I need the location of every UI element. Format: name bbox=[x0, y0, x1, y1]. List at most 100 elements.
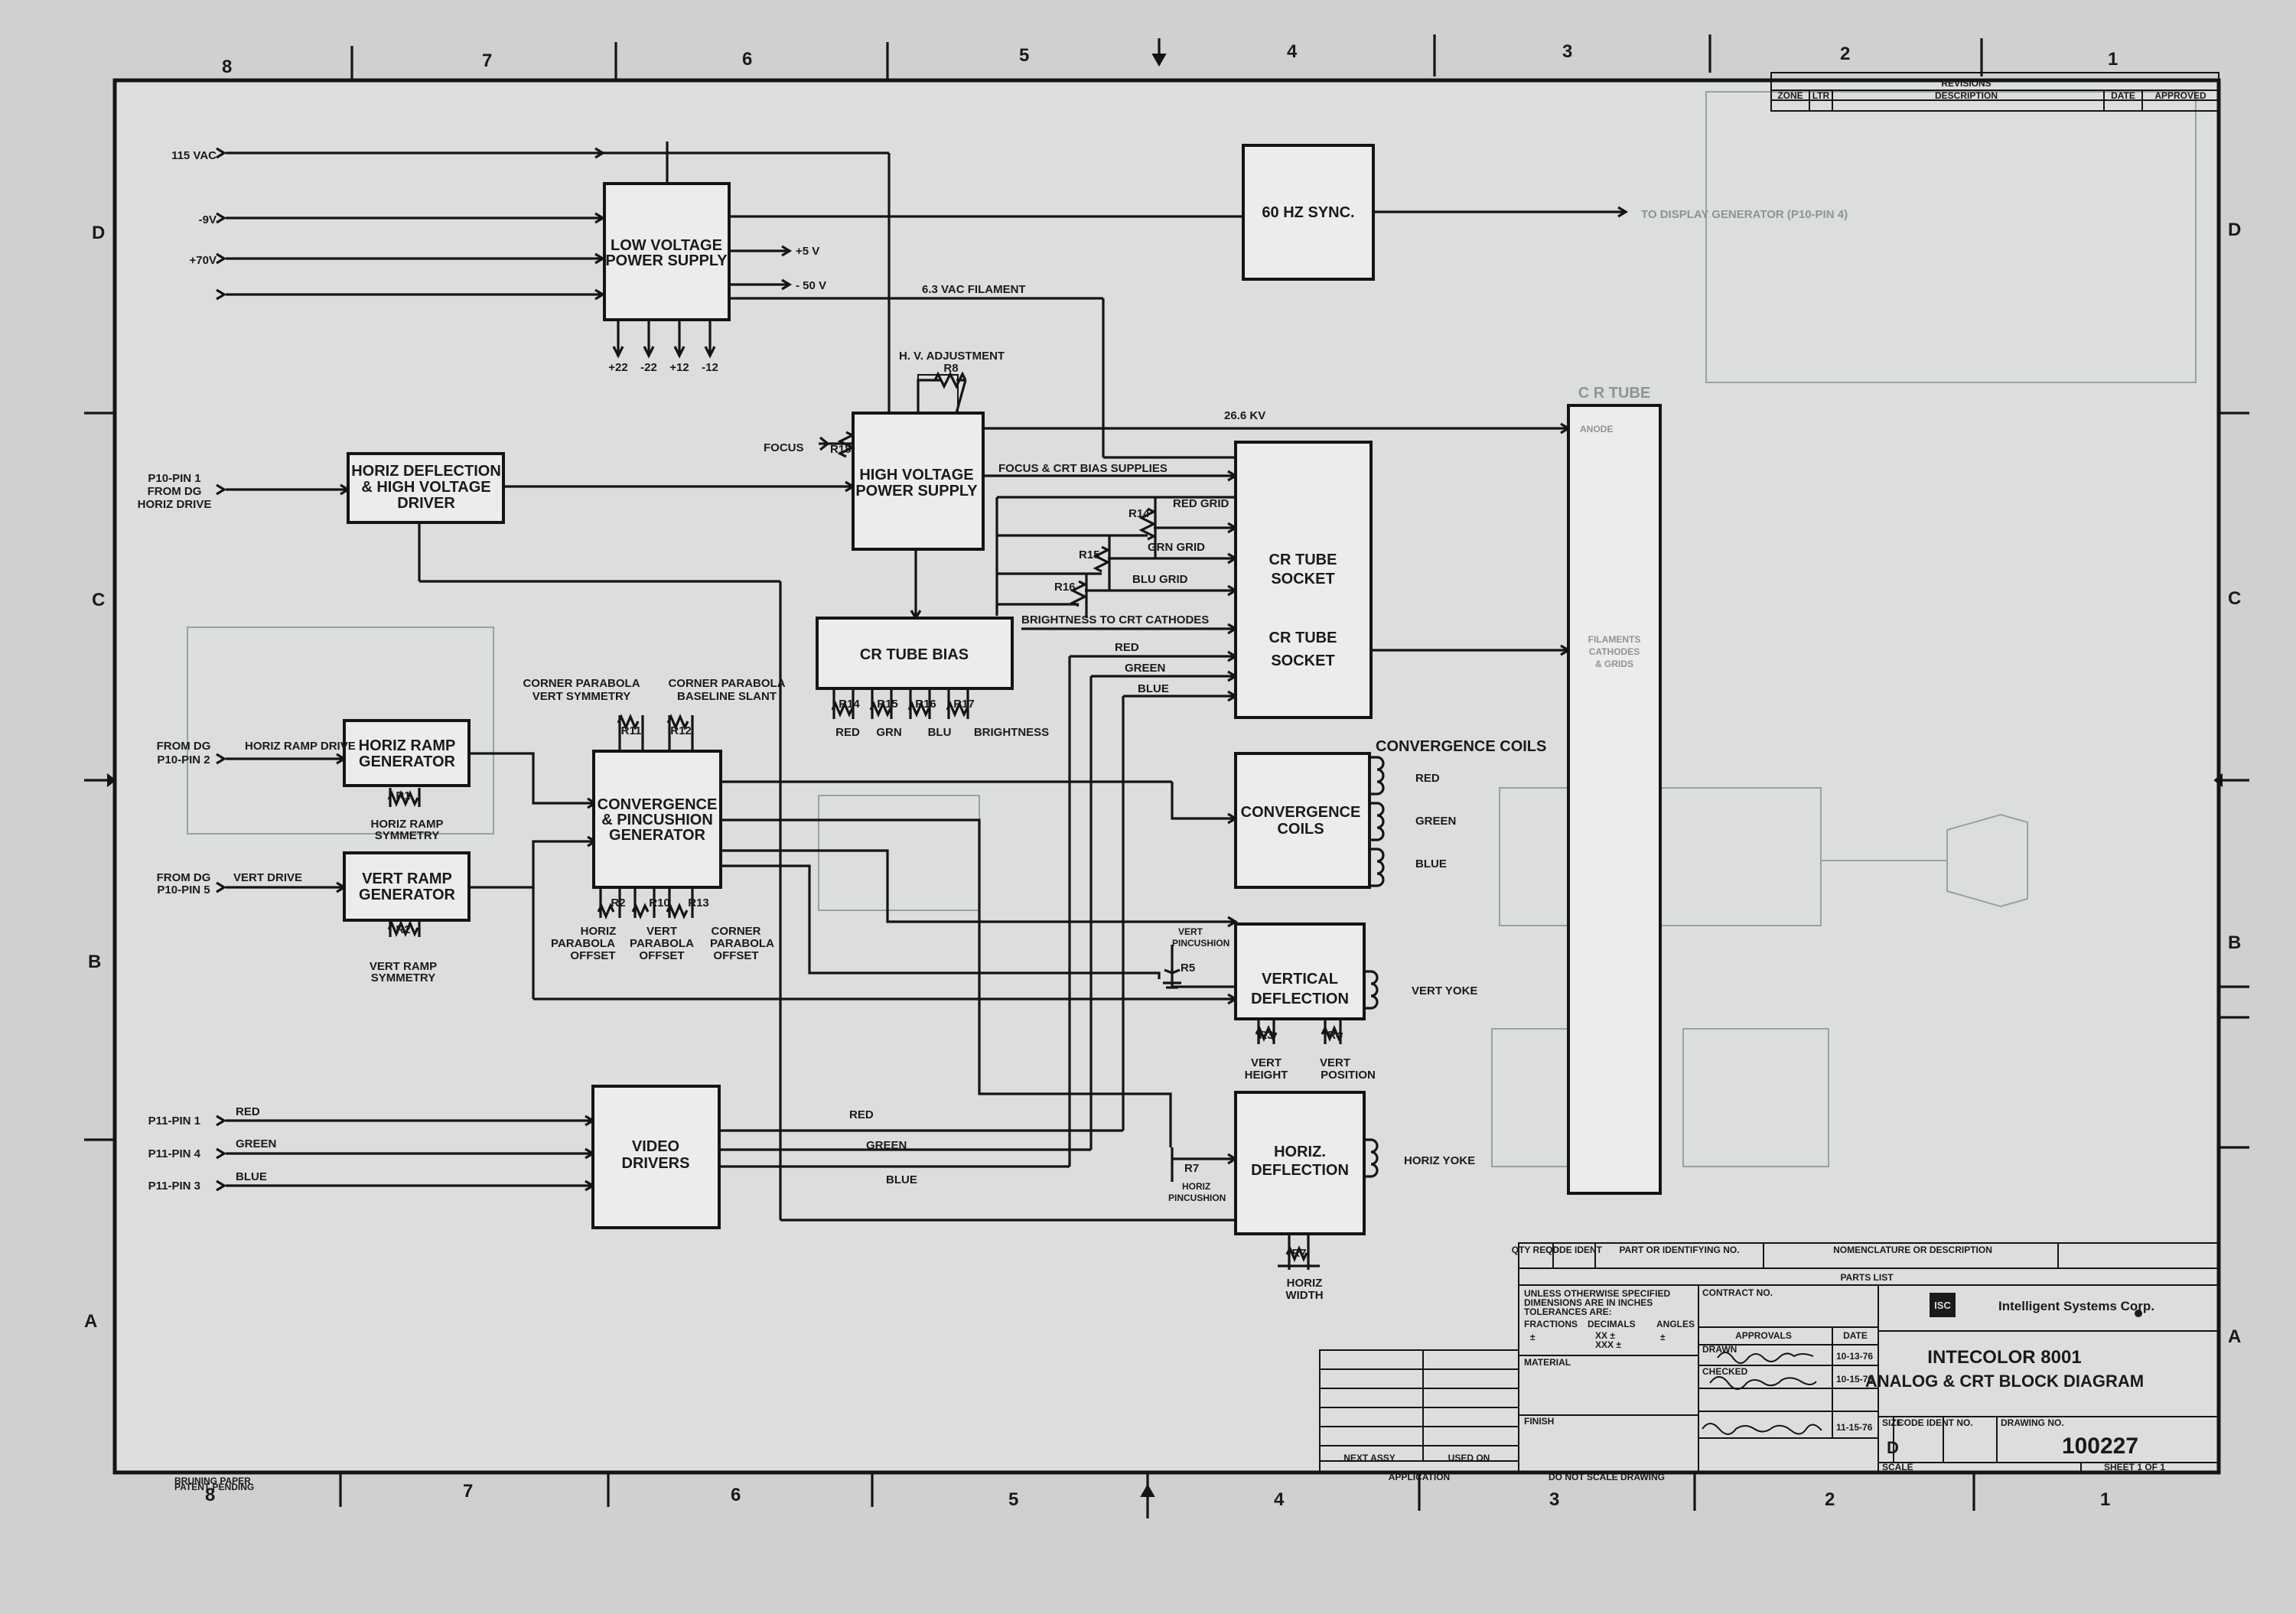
label-r5: R5 bbox=[1181, 962, 1195, 975]
conv-gen-label-1: CONVERGENCE bbox=[598, 796, 718, 813]
label-r4: R4 bbox=[1327, 1029, 1343, 1042]
horiz-deflection-hv-driver bbox=[347, 452, 505, 524]
label-corner-vert-1: CORNER PARABOLA bbox=[523, 677, 640, 690]
label-blu-grid: BLU GRID bbox=[1132, 573, 1188, 586]
zone-left-a: A bbox=[84, 1311, 97, 1332]
checked-label: CHECKED bbox=[1702, 1366, 1748, 1377]
drawn-label: DRAWN bbox=[1702, 1344, 1737, 1355]
horiz-defl-label-1: HORIZ. bbox=[1274, 1144, 1326, 1160]
horiz-deflection-block bbox=[1234, 1091, 1366, 1235]
horiz-ramp-label-1: HORIZ RAMP bbox=[359, 737, 456, 754]
rev-col-approved: APPROVED bbox=[2154, 90, 2206, 101]
cr-tube-label: C R TUBE bbox=[1578, 385, 1650, 402]
size-label: SIZE bbox=[1882, 1417, 1903, 1428]
zone-bottom-6: 6 bbox=[731, 1485, 741, 1505]
label-corner-baseline-2: BASELINE SLANT bbox=[677, 690, 777, 703]
tol-xx-val: XX ± bbox=[1595, 1330, 1615, 1341]
zone-bottom-3: 3 bbox=[1549, 1489, 1559, 1510]
zone-top-4: 4 bbox=[1287, 41, 1298, 62]
label-50v: - 50 V bbox=[796, 279, 826, 292]
socket-label-1: CR TUBE bbox=[1269, 552, 1337, 568]
label-r1: R1 bbox=[396, 789, 410, 802]
approvals-label: APPROVALS bbox=[1735, 1330, 1792, 1341]
label-dg-pin5-b: P10-PIN 5 bbox=[157, 883, 210, 896]
label-rail-12n: -12 bbox=[702, 361, 718, 374]
label-5v: +5 V bbox=[796, 245, 819, 258]
label-coil-blue: BLUE bbox=[1415, 857, 1447, 870]
label-p11-pin1: P11-PIN 1 bbox=[148, 1115, 200, 1128]
label-socket-green: GREEN bbox=[1125, 662, 1165, 675]
unless-1: UNLESS OTHERWISE SPECIFIED bbox=[1524, 1288, 1670, 1299]
parts-col-qty: QTY REQD bbox=[1512, 1245, 1560, 1255]
label-vert-drive: VERT DRIVE bbox=[233, 871, 302, 884]
label-r2-ramp: R2 bbox=[396, 923, 410, 936]
label-horiz-pincushion-2: PINCUSHION bbox=[1168, 1193, 1226, 1203]
label-horiz-yoke: HORIZ YOKE bbox=[1404, 1154, 1475, 1167]
label-dg-pin5-a: FROM DG bbox=[157, 871, 211, 884]
label-p11-pin3: P11-PIN 3 bbox=[148, 1180, 200, 1193]
tol-angles: ANGLES bbox=[1656, 1319, 1695, 1329]
zone-top-2: 2 bbox=[1840, 44, 1850, 64]
label-r3: R3 bbox=[1259, 1029, 1273, 1042]
conv-coils-label-2: COILS bbox=[1277, 821, 1324, 838]
cr-tube-block bbox=[1567, 404, 1662, 1195]
label-horiz-ramp-drive: HORIZ RAMP DRIVE bbox=[245, 740, 356, 753]
parts-col-nomenclature: NOMENCLATURE OR DESCRIPTION bbox=[1833, 1245, 1992, 1255]
label-bias-grn: GRN bbox=[876, 726, 901, 739]
bias-pot-symbols bbox=[387, 688, 969, 938]
label-vert-parabola-1: VERT bbox=[646, 925, 677, 938]
drawing-no-label: DRAWING NO. bbox=[2001, 1417, 2064, 1428]
zone-top-5: 5 bbox=[1019, 45, 1029, 66]
zone-right-c: C bbox=[2228, 588, 2241, 609]
label-vert-parabola-2: PARABOLA bbox=[630, 937, 694, 950]
label-r16: R16 bbox=[1054, 581, 1076, 594]
rev-col-ltr: LTR bbox=[1812, 90, 1830, 101]
convergence-coils-block bbox=[1234, 752, 1371, 889]
label-filaments-3: & GRIDS bbox=[1595, 659, 1633, 669]
cr-tube-socket-block bbox=[1234, 441, 1373, 719]
vert-ramp-label-1: VERT RAMP bbox=[362, 870, 452, 887]
label-horiz-ramp-sym-2: SYMMETRY bbox=[375, 829, 439, 842]
video-drivers-label-1: VIDEO bbox=[632, 1138, 679, 1155]
grid-pots bbox=[837, 431, 1157, 618]
label-hv-adjustment: H. V. ADJUSTMENT bbox=[899, 350, 1005, 363]
label-vert-height-1: VERT bbox=[1251, 1056, 1282, 1069]
hvps-label-1: HIGH VOLTAGE bbox=[859, 467, 973, 483]
zone-top-6: 6 bbox=[742, 49, 752, 70]
tol-angle-val: ± bbox=[1660, 1332, 1666, 1342]
zone-bottom-8: 8 bbox=[205, 1485, 215, 1505]
label-vert-ramp-sym-1: VERT RAMP bbox=[370, 960, 437, 973]
conv-gen-label-3: GENERATOR bbox=[609, 827, 705, 844]
date-1: 10-13-76 bbox=[1836, 1351, 1873, 1362]
label-corner-parabola-2: PARABOLA bbox=[710, 937, 774, 950]
signatures bbox=[1702, 1352, 1822, 1435]
label-filament: 6.3 VAC FILAMENT bbox=[922, 283, 1026, 296]
label-corner-vert-2: VERT SYMMETRY bbox=[532, 690, 631, 703]
finish-label: FINISH bbox=[1524, 1416, 1554, 1427]
pot-boxes bbox=[917, 374, 959, 414]
do-not-scale-label: DO NOT SCALE DRAWING bbox=[1549, 1472, 1665, 1482]
zone-bottom-5: 5 bbox=[1008, 1489, 1018, 1510]
zone-markers: 8 7 6 5 4 3 2 1 8 7 6 5 4 3 2 1 D C B A … bbox=[84, 34, 2249, 1518]
label-r14: R14 bbox=[1128, 507, 1150, 520]
label-bias-r15: R15 bbox=[877, 698, 898, 711]
company-logo-text: ISC bbox=[1934, 1300, 1951, 1311]
lvps-label-2: POWER SUPPLY bbox=[605, 252, 728, 269]
label-vert-yoke: VERT YOKE bbox=[1412, 984, 1477, 997]
vert-defl-label-1: VERTICAL bbox=[1262, 971, 1338, 988]
label-r12: R12 bbox=[670, 724, 692, 737]
unless-3: TOLERANCES ARE: bbox=[1524, 1306, 1612, 1317]
zone-bottom-4: 4 bbox=[1274, 1489, 1285, 1510]
label-pos70v: +70V bbox=[190, 254, 217, 267]
label-convergence-coils: CONVERGENCE COILS bbox=[1376, 738, 1546, 755]
next-assy-label: NEXT ASSY bbox=[1343, 1453, 1396, 1463]
label-video-blue-out: BLUE bbox=[886, 1173, 917, 1186]
label-vert-pincushion-1: VERT bbox=[1178, 926, 1203, 937]
company-logo bbox=[1930, 1293, 1956, 1317]
hdd-label-2: & HIGH VOLTAGE bbox=[361, 479, 490, 496]
input-labels: 115 VAC -9V +70V P10-PIN 1 FROM DG HORIZ… bbox=[138, 149, 356, 1193]
label-corner-parabola-3: OFFSET bbox=[713, 949, 758, 962]
label-horiz-parabola-3: OFFSET bbox=[570, 949, 615, 962]
tol-fractions: FRACTIONS bbox=[1524, 1319, 1578, 1329]
